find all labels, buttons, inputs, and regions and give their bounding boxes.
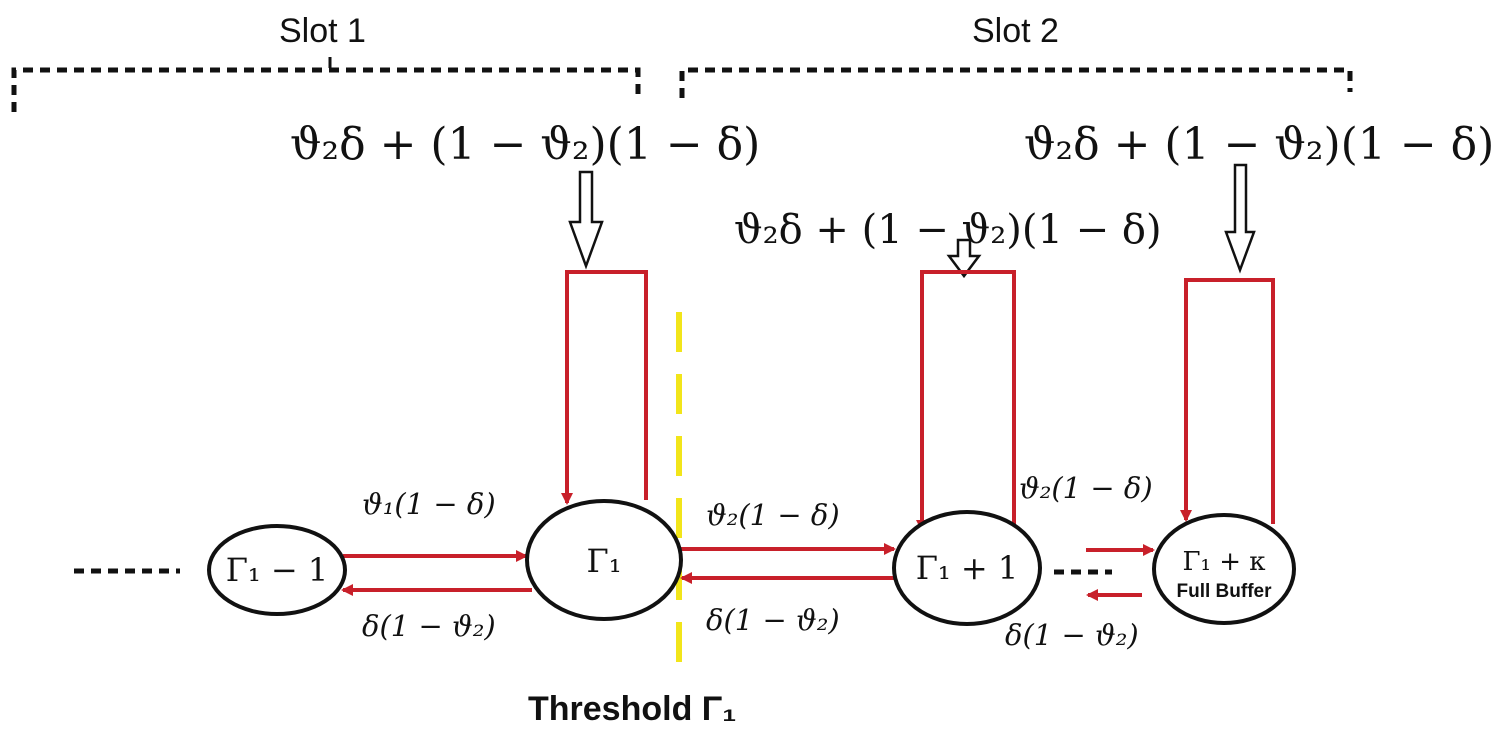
self-loop-rate-gamma1-plus-1: ϑ₂δ + (1 − ϑ₂)(1 − δ) [734, 207, 1162, 253]
state-label-gamma1-minus-1: Γ₁ − 1 [226, 551, 329, 589]
input-arrow-gamma1-plus-1 [946, 238, 982, 279]
slot-2-bracket [679, 67, 1353, 98]
self-loop-gamma1-plus-kappa [1180, 278, 1275, 524]
state-gamma1 [525, 499, 683, 621]
rate-forward-to-full: ϑ₂(1 − δ) [1019, 471, 1153, 505]
input-arrow-gamma1 [568, 170, 604, 270]
state-gamma1-plus-1 [892, 510, 1042, 626]
state-label-gamma1: Γ₁ [586, 542, 621, 580]
rate-backward-from-full: δ(1 − ϑ₂) [1005, 618, 1139, 652]
threshold-label: Threshold Γ₁ [528, 690, 736, 728]
rate-backward-from-gamma1-plus-1: δ(1 − ϑ₂) [706, 603, 840, 637]
self-loop-gamma1-plus-1 [916, 270, 1016, 532]
slot-2-label: Slot 2 [972, 12, 1059, 50]
self-loop-rate-gamma1-plus-kappa: ϑ₂δ + (1 − ϑ₂)(1 − δ) [1024, 119, 1494, 170]
state-gamma1-minus-1 [207, 524, 347, 616]
state-full-buffer [1152, 513, 1296, 625]
state-label-full-buffer: Full Buffer [1177, 581, 1273, 602]
slot-1-label: Slot 1 [279, 12, 366, 50]
input-arrow-gamma1-plus-kappa [1224, 163, 1256, 274]
state-label-gamma1-plus-kappa: Γ₁ + κ [1182, 547, 1265, 577]
rate-forward-to-gamma1-plus-1: ϑ₂(1 − δ) [706, 498, 840, 532]
state-label-gamma1-plus-1: Γ₁ + 1 [916, 549, 1019, 587]
self-loop-rate-gamma1: ϑ₂δ + (1 − ϑ₂)(1 − δ) [290, 119, 760, 170]
rate-forward-to-gamma1: ϑ₁(1 − δ) [362, 487, 496, 521]
slot-1-bracket [11, 67, 641, 112]
self-loop-gamma1 [561, 270, 648, 505]
rate-backward-from-gamma1: δ(1 − ϑ₂) [362, 609, 496, 643]
